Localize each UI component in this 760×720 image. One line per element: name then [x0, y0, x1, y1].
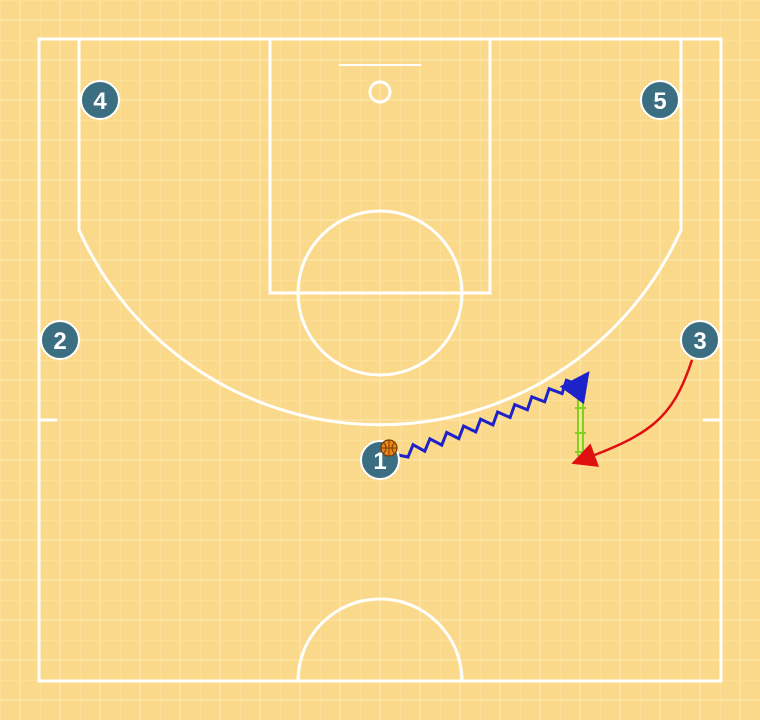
player-label: 3	[693, 328, 706, 355]
player-marker	[80, 80, 120, 120]
basketball-icon	[380, 439, 398, 457]
player-3[interactable]: 3	[680, 320, 720, 360]
player-label: 1	[373, 448, 386, 475]
player-marker	[40, 320, 80, 360]
player-2[interactable]: 2	[40, 320, 80, 360]
player-4[interactable]: 4	[80, 80, 120, 120]
player-5[interactable]: 5	[640, 80, 680, 120]
court-lines	[37, 37, 723, 683]
free-throw-circle	[296, 209, 464, 377]
player-marker	[680, 320, 720, 360]
rim	[368, 80, 392, 104]
cut-path	[571, 359, 694, 467]
center-circle	[296, 597, 464, 682]
three-point-line	[77, 39, 683, 427]
player-marker	[640, 80, 680, 120]
player-label: 4	[93, 88, 107, 115]
player-label: 5	[653, 88, 666, 115]
player-label: 2	[53, 328, 66, 355]
dribble-path	[397, 371, 590, 459]
paint-key	[268, 37, 492, 295]
